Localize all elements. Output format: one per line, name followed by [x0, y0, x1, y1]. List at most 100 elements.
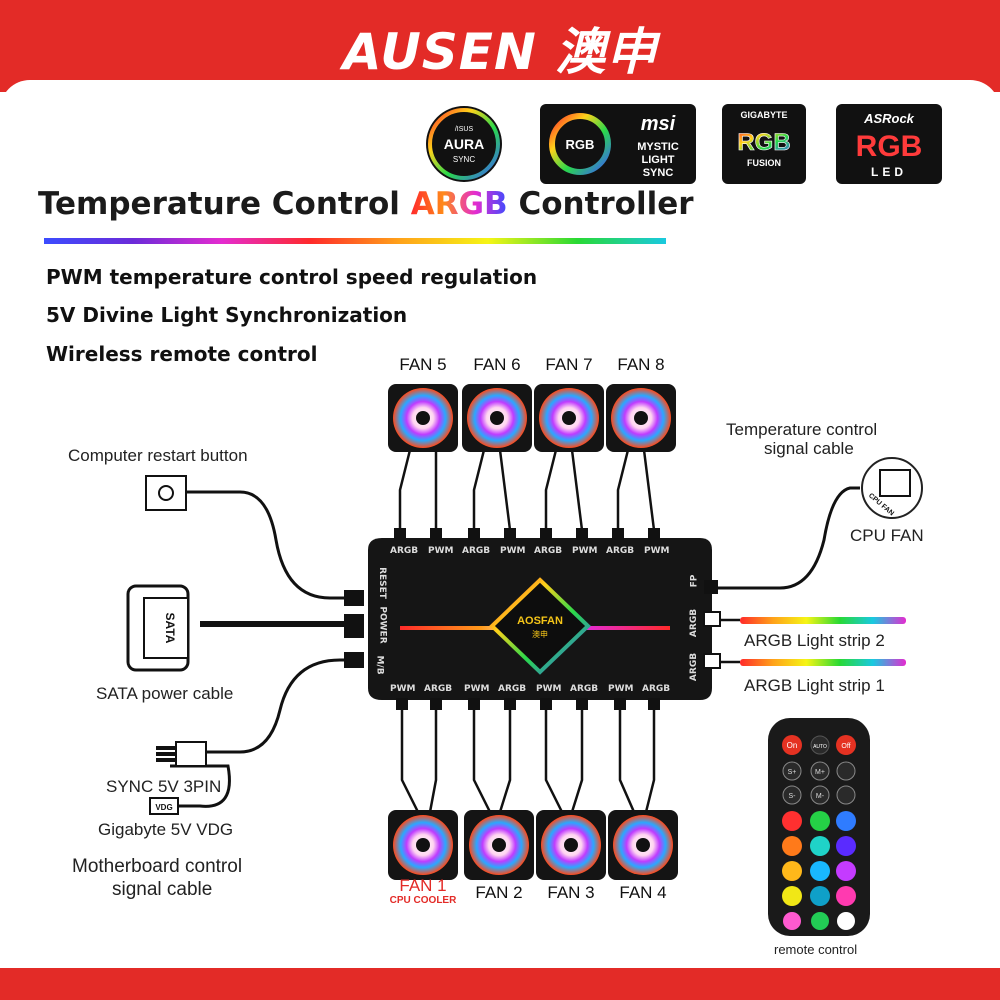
- gigabyte-rgb-fusion-logo: GIGABYTE RGB FUSION: [722, 104, 806, 184]
- brand-title: AUSEN 澳申: [342, 23, 658, 81]
- hub-port-top-1: ARGB: [390, 546, 419, 556]
- hub-port-top-4: PWM: [500, 546, 526, 556]
- hub-port-top-7: ARGB: [606, 546, 635, 556]
- mb-cable-label-1: Motherboard control: [72, 856, 243, 877]
- fan-7-icon: [534, 384, 604, 452]
- svg-text:RGB: RGB: [566, 137, 595, 152]
- sata-plug-icon: SATA: [126, 584, 190, 672]
- asrock-rgb-led-logo: ASRock RGB LED: [836, 104, 942, 184]
- argb-strip-1-label: ARGB Light strip 1: [744, 676, 885, 695]
- svg-text:MYSTIC: MYSTIC: [637, 141, 679, 153]
- fan-6-icon: [462, 384, 532, 452]
- temp-cable-label-2: signal cable: [764, 439, 854, 458]
- footer-bar: [0, 968, 1000, 1000]
- hub-port-top-3: ARGB: [462, 546, 491, 556]
- hub-port-argb-1: ARGB: [689, 652, 700, 682]
- hub-port-mb: M/B: [374, 655, 385, 675]
- title-underline: [44, 238, 666, 244]
- controller-hub: AOSFAN 澳申: [344, 528, 718, 710]
- svg-text:SYNC: SYNC: [643, 167, 674, 179]
- svg-text:LED: LED: [871, 165, 907, 179]
- svg-text:GIGABYTE: GIGABYTE: [740, 110, 787, 120]
- remote-label: remote control: [774, 942, 858, 957]
- fan-5-label: FAN 5: [399, 355, 447, 374]
- svg-text:msi: msi: [641, 113, 676, 135]
- svg-text:澳申: 澳申: [532, 629, 548, 639]
- cpu-fan-cable: [706, 486, 860, 590]
- left-cables: [170, 490, 350, 808]
- hub-port-power: POWER: [377, 606, 388, 644]
- fan-4-label: FAN 4: [619, 883, 667, 902]
- argb-strip-2: [703, 611, 906, 627]
- fan-3-label: FAN 3: [547, 883, 595, 902]
- sata-label: SATA power cable: [96, 684, 234, 703]
- hub-port-bottom-4: ARGB: [498, 684, 527, 694]
- hub-port-reset: RESET: [376, 567, 387, 599]
- svg-text:S-: S-: [789, 793, 797, 800]
- hub-port-top-8: PWM: [644, 546, 670, 556]
- hub-port-top-6: PWM: [572, 546, 598, 556]
- svg-text:VDG: VDG: [155, 803, 172, 812]
- svg-text:On: On: [787, 741, 798, 750]
- fan-3-icon: [536, 810, 606, 880]
- svg-text:RGB: RGB: [737, 129, 790, 156]
- vdg-plug-icon: VDG: [149, 797, 179, 815]
- fan-5-icon: [388, 384, 458, 452]
- svg-text:M+: M+: [815, 769, 825, 776]
- svg-text:SYNC: SYNC: [453, 155, 475, 164]
- cpu-fan-label: CPU FAN: [850, 526, 924, 545]
- hub-port-bottom-7: PWM: [608, 684, 634, 694]
- bottom-fan-wires: [400, 700, 656, 813]
- svg-text:LIGHT: LIGHT: [642, 154, 675, 166]
- asus-aura-logo: /ISUS AURA SYNC: [420, 103, 508, 185]
- argb-strip-1: [703, 653, 906, 669]
- svg-text:ASRock: ASRock: [863, 111, 915, 126]
- hub-port-bottom-5: PWM: [536, 684, 562, 694]
- fan-8-icon: [606, 384, 676, 452]
- svg-text:Off: Off: [841, 743, 850, 750]
- argb-strip-2-label: ARGB Light strip 2: [744, 631, 885, 650]
- hub-port-bottom-2: ARGB: [424, 684, 453, 694]
- hub-port-bottom-3: PWM: [464, 684, 490, 694]
- fan-2-icon: [464, 810, 534, 880]
- fan-7-label: FAN 7: [545, 355, 593, 374]
- cpu-fan-connector-icon: CPU FAN: [861, 457, 923, 519]
- hub-port-top-2: PWM: [428, 546, 454, 556]
- svg-text:AOSFAN: AOSFAN: [517, 615, 563, 627]
- banner-curve: [0, 80, 1000, 110]
- feature-pwm: PWM temperature control speed regulation: [46, 265, 538, 289]
- remote-control-icon: On AUTO Off S+ M+ S- M-: [768, 718, 870, 936]
- mb-cable-label-2: signal cable: [112, 879, 213, 900]
- hub-port-bottom-1: PWM: [390, 684, 416, 694]
- msi-mystic-light-logo: RGB msi MYSTIC LIGHT SYNC: [540, 104, 696, 184]
- hub-port-bottom-6: ARGB: [570, 684, 599, 694]
- svg-text:S+: S+: [788, 769, 797, 776]
- temp-cable-label-1: Temperature control: [726, 420, 878, 439]
- hub-port-top-5: ARGB: [534, 546, 563, 556]
- svg-text:AURA: AURA: [444, 136, 484, 152]
- feature-wireless: Wireless remote control: [46, 342, 318, 366]
- hub-port-fp: FP: [689, 574, 700, 588]
- hub-port-argb-2: ARGB: [689, 608, 700, 638]
- restart-label: Computer restart button: [68, 446, 248, 465]
- hub-port-bottom-8: ARGB: [642, 684, 671, 694]
- fan-1-sublabel: CPU COOLER: [389, 895, 457, 906]
- svg-text:AUTO: AUTO: [813, 744, 827, 750]
- feature-sync: 5V Divine Light Synchronization: [46, 303, 408, 327]
- fan-1-label: FAN 1: [399, 876, 447, 895]
- fan-6-label: FAN 6: [473, 355, 521, 374]
- sync-3pin-plug-icon: [156, 741, 207, 767]
- svg-text:RGB: RGB: [856, 130, 923, 163]
- fan-4-icon: [608, 810, 678, 880]
- svg-text:M-: M-: [816, 793, 825, 800]
- gigabyte-vdg-label: Gigabyte 5V VDG: [98, 820, 234, 839]
- fan-2-label: FAN 2: [475, 883, 523, 902]
- restart-button-icon: [145, 475, 187, 511]
- svg-text:/ISUS: /ISUS: [455, 126, 474, 133]
- svg-text:SATA: SATA: [163, 613, 177, 644]
- brand-banner: [0, 0, 1000, 92]
- title-highlight: ARGB: [410, 186, 508, 222]
- fan-1-icon: [388, 810, 458, 880]
- svg-text:FUSION: FUSION: [747, 158, 781, 168]
